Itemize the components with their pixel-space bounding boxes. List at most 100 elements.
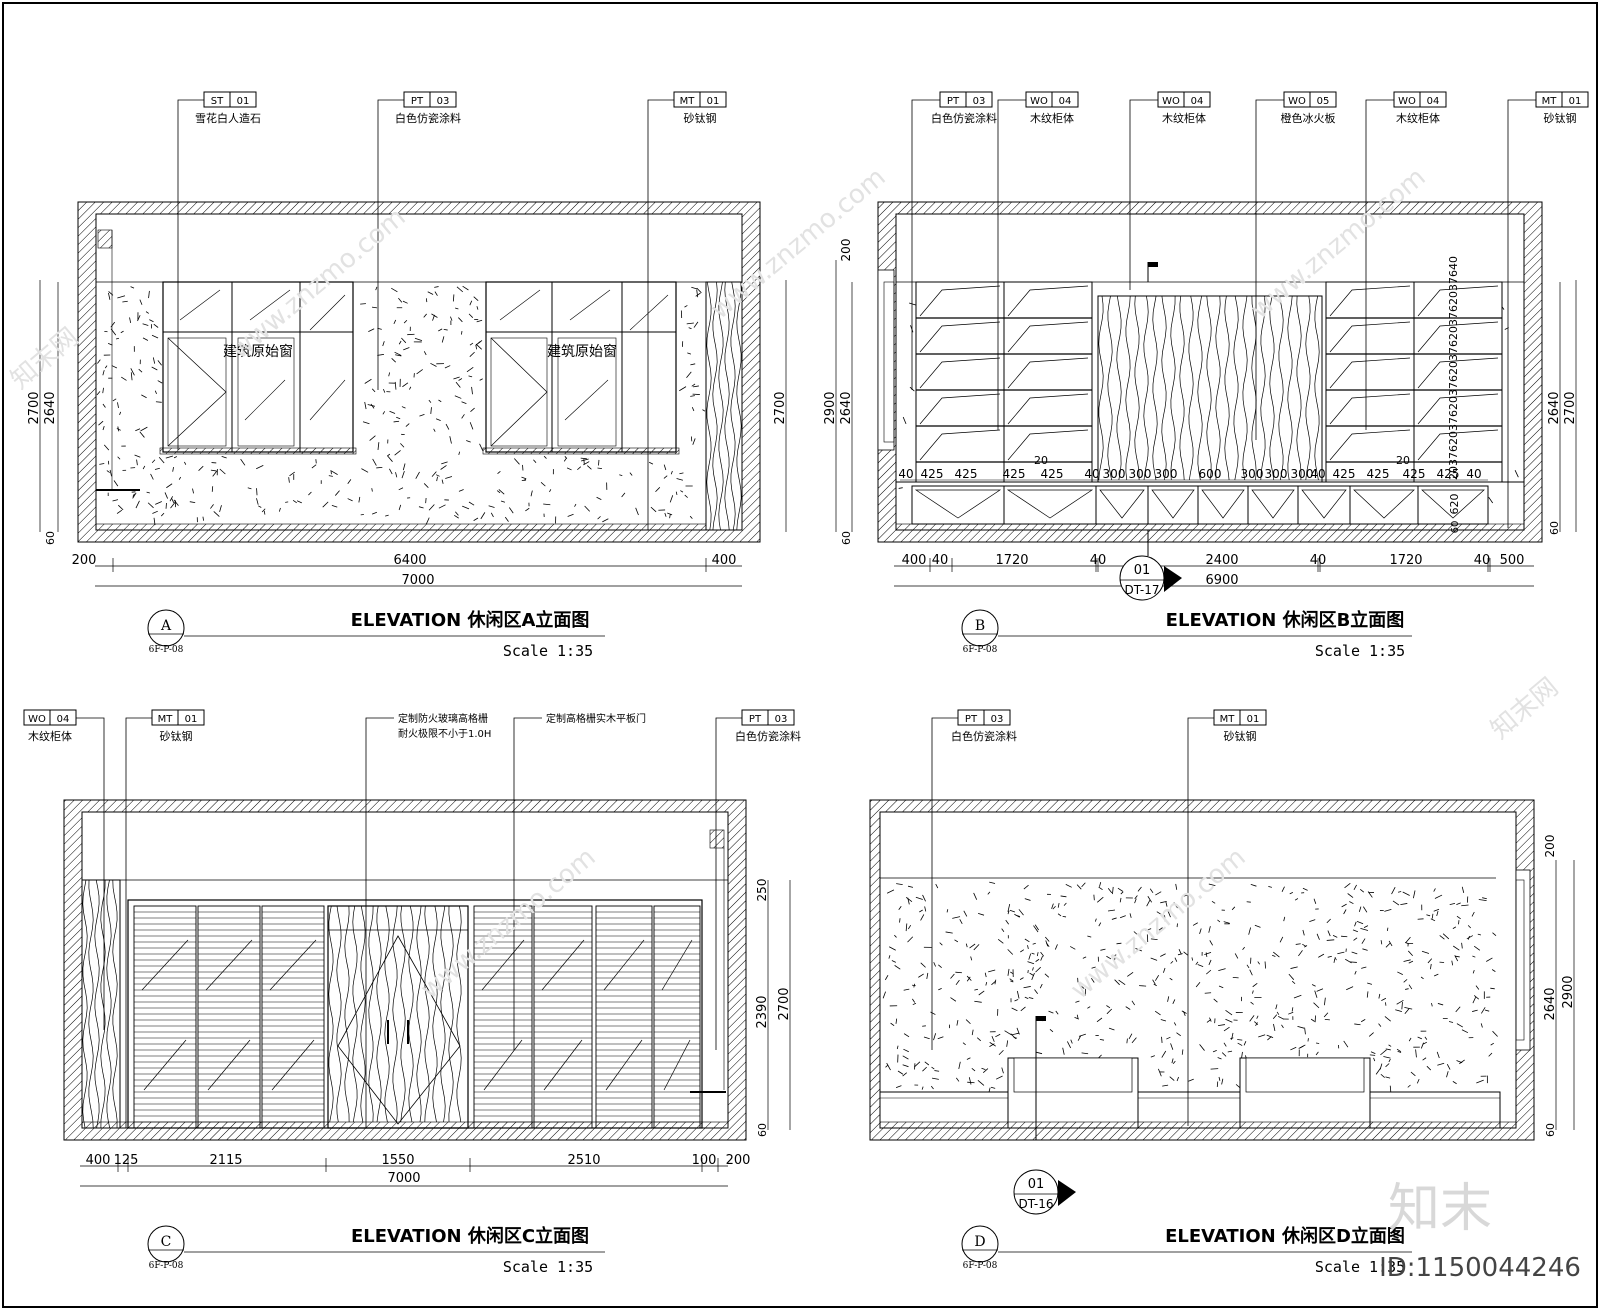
panel-d-title: ELEVATION 休闲区D立面图 (1165, 1225, 1405, 1247)
svg-text:雪花白人造石: 雪花白人造石 (195, 111, 261, 125)
svg-text:01: 01 (1134, 563, 1151, 578)
svg-text:MT: MT (1542, 96, 1558, 107)
watermark-cn-2: 知末网 (1485, 672, 1564, 745)
svg-text:03: 03 (775, 714, 788, 725)
panel-b-title: ELEVATION 休闲区B立面图 (1166, 609, 1405, 631)
panel-d-interior (879, 811, 1517, 1129)
panel-d-tag-mt01: MT 01 砂钛钢 (1187, 709, 1267, 1126)
svg-text:03: 03 (437, 96, 450, 107)
dim-b-segment: 40 (932, 553, 949, 568)
watermark-id: ID:1150044246 (1379, 1253, 1581, 1283)
panel-c-note-door: 定制高格栅实木平板门 (546, 712, 646, 725)
cabinet-dim-label: 40 (1310, 467, 1325, 481)
svg-text:04: 04 (1427, 96, 1440, 107)
svg-text:2640: 2640 (43, 391, 58, 424)
svg-text:6F-P-08: 6F-P-08 (963, 1261, 998, 1271)
panel-c-note-glass: 定制防火玻璃高格栅 (398, 712, 488, 725)
dim-c-segment: 2115 (209, 1153, 242, 1168)
svg-text:白色仿瓷涂料: 白色仿瓷涂料 (395, 111, 461, 125)
svg-text:PT: PT (411, 96, 424, 107)
panel-c: WO 04 木纹柜体 MT 01 砂钛钢 PT 03 白色仿瓷涂料 定制防火玻璃… (23, 709, 801, 1276)
panel-a-window-right (482, 281, 680, 455)
svg-text:WO: WO (1398, 96, 1416, 107)
panel-b-scale: Scale 1:35 (1315, 642, 1405, 660)
svg-text:03: 03 (973, 96, 986, 107)
svg-text:白色仿瓷涂料: 白色仿瓷涂料 (931, 111, 997, 125)
dim-c-segment: 100 (692, 1153, 717, 1168)
svg-text:DT-17: DT-17 (1124, 583, 1159, 597)
svg-text:WO: WO (28, 714, 46, 725)
cabinet-dim-label: 300 (1129, 467, 1152, 481)
cabinet-dim-label: 425 (1403, 467, 1426, 481)
dim-b-segment: 1720 (995, 553, 1028, 568)
cabinet-dim-label: 300 (1241, 467, 1264, 481)
svg-text:200: 200 (1543, 835, 1557, 858)
svg-text:04: 04 (1059, 96, 1072, 107)
panel-b-tag-wo04-c: WO 04 木纹柜体 (1365, 91, 1447, 430)
watermark-cn-1: 知末网 (5, 322, 84, 395)
svg-text:WO: WO (1030, 96, 1048, 107)
panel-b-tag-wo05: WO 05 橙色冰火板 (1255, 91, 1337, 440)
svg-text:01: 01 (237, 96, 250, 107)
panel-c-tag-mt01: MT 01 砂钛钢 (125, 709, 205, 1128)
svg-text:MT: MT (680, 96, 696, 107)
svg-text:木纹柜体: 木纹柜体 (28, 729, 72, 743)
cabinet-dim-label: 425 (1041, 467, 1064, 481)
panel-c-tag-wo04: WO 04 木纹柜体 (23, 709, 105, 1030)
panel-b-tag-wo04-a: WO 04 木纹柜体 (997, 91, 1079, 430)
svg-text:01: 01 (1028, 1177, 1045, 1192)
panel-a-window-left (159, 281, 357, 455)
panel-b-vertical-shelf-dims: 20376203762037620376203762037640 (1447, 256, 1460, 480)
svg-text:2700: 2700 (773, 391, 788, 424)
panel-c-wood-column (82, 879, 118, 1129)
panel-a-title: ELEVATION 休闲区A立面图 (351, 609, 590, 631)
svg-text:03: 03 (991, 714, 1004, 725)
svg-text:D: D (974, 1234, 985, 1250)
svg-text:木纹柜体: 木纹柜体 (1396, 111, 1440, 125)
cabinet-dim-label: 40 (1466, 467, 1481, 481)
cabinet-dim-label: 300 (1103, 467, 1126, 481)
panel-d-tag-pt03: PT 03 白色仿瓷涂料 (931, 709, 1017, 1050)
cabinet-dim-label: 300 (1291, 467, 1314, 481)
cabinet-dim-label: 425 (955, 467, 978, 481)
panel-a-wood-grain (706, 281, 742, 531)
panel-a: 建筑原始窗 建筑原始窗 ST 01 雪花白人造石 PT 03 白色仿瓷涂料 (27, 91, 788, 660)
svg-text:2640: 2640 (1547, 391, 1562, 424)
panel-b-shelf-left (915, 281, 1093, 483)
svg-text:2700: 2700 (777, 987, 792, 1020)
svg-text:木纹柜体: 木纹柜体 (1030, 111, 1074, 125)
svg-text:2640: 2640 (839, 391, 854, 424)
svg-text:05: 05 (1317, 96, 1330, 107)
panel-a-tag-pt03: PT 03 白色仿瓷涂料 (377, 91, 461, 390)
panel-c-door-grain (328, 905, 462, 1123)
panel-c-tag-pt03: PT 03 白色仿瓷涂料 (715, 709, 801, 1050)
svg-text:01: 01 (1569, 96, 1582, 107)
panel-d-scale: Scale 1:35 (1315, 1258, 1405, 1276)
panel-a-window-note-right: 建筑原始窗 (547, 343, 617, 360)
svg-text:PT: PT (947, 96, 960, 107)
svg-text:01: 01 (707, 96, 720, 107)
panel-d-wall-texture (882, 881, 1498, 1096)
svg-text:C: C (161, 1234, 172, 1250)
svg-text:橙色冰火板: 橙色冰火板 (1281, 111, 1336, 125)
svg-text:04: 04 (57, 714, 70, 725)
svg-text:砂钛钢: 砂钛钢 (160, 729, 193, 743)
panel-b-tag-wo04-b: WO 04 木纹柜体 (1129, 91, 1211, 290)
cabinet-dim-label: 300 (1155, 467, 1178, 481)
svg-text:60: 60 (44, 531, 57, 545)
cabinet-dim-label: 40 (1084, 467, 1099, 481)
dim-b-segment: 400 (902, 553, 927, 568)
svg-text:木纹柜体: 木纹柜体 (1162, 111, 1206, 125)
panel-a-marker (147, 609, 185, 647)
svg-text:2700: 2700 (1563, 391, 1578, 424)
svg-text:白色仿瓷涂料: 白色仿瓷涂料 (951, 729, 1017, 743)
dim-c-segment: 1550 (381, 1153, 414, 1168)
svg-text:2900: 2900 (1561, 975, 1576, 1008)
dim-c-segment: 200 (726, 1153, 751, 1168)
dim-a-400: 400 (712, 553, 737, 568)
panel-c-title: ELEVATION 休闲区C立面图 (351, 1225, 589, 1247)
panel-d-marker (961, 1225, 999, 1263)
